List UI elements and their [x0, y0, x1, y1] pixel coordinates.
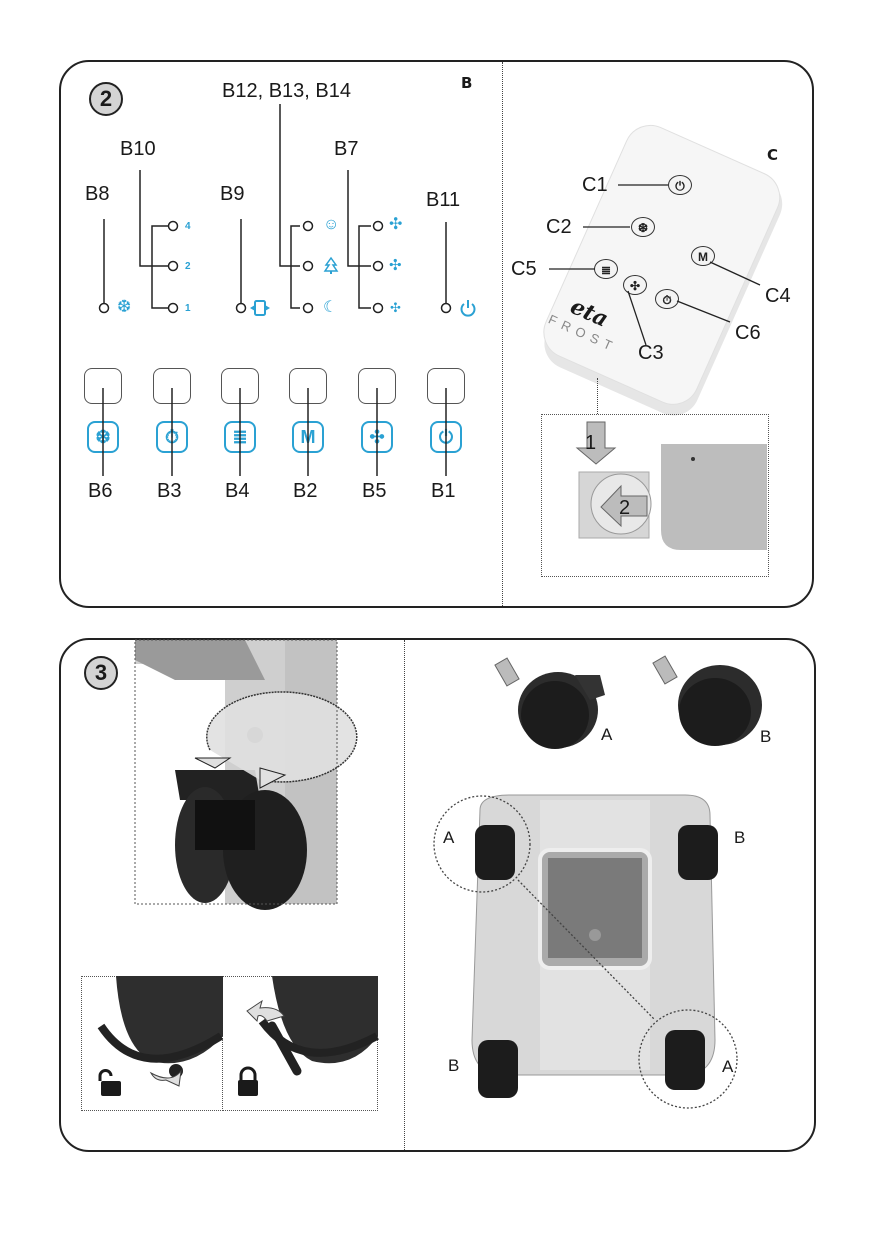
figure-3-number-badge: 3 — [84, 656, 118, 690]
button-label-b2: B2 — [293, 480, 318, 502]
label-c4: C4 — [765, 285, 791, 307]
remote-button-c2[interactable]: ❆ — [631, 217, 655, 237]
power-icon: ⏻ — [675, 179, 685, 193]
button-label-b6: B6 — [88, 480, 113, 502]
remote-leader-lines — [549, 184, 761, 346]
moon-icon: ☾ — [323, 299, 338, 316]
led-b10-1 — [167, 302, 179, 314]
label-b11: B11 — [426, 189, 461, 211]
button-label-b4: B4 — [225, 480, 250, 502]
highlight-circle-a-bottom — [638, 1009, 738, 1109]
led-b14 — [302, 302, 314, 314]
led-b13 — [302, 260, 314, 272]
remote-button-c5[interactable]: ≣ — [594, 259, 618, 279]
indicator-leader-lines — [98, 104, 452, 314]
section-c-title: C — [767, 146, 779, 164]
lock-illustration — [246, 976, 379, 1076]
heater-base-illustration — [471, 794, 718, 1098]
figure-2-number-badge: 2 — [89, 82, 123, 116]
button-label-b3: B3 — [157, 480, 182, 502]
locked-padlock-icon — [238, 1066, 258, 1096]
led-b12 — [302, 220, 314, 232]
label-b10: B10 — [120, 138, 156, 160]
battery-inset — [541, 414, 769, 577]
led-b7-mid — [372, 260, 384, 272]
remote-button-c3[interactable]: ✣ — [623, 275, 647, 295]
snowflake-icon: ❆ — [637, 221, 649, 235]
remote-control — [543, 124, 783, 416]
unlock-illustration — [97, 976, 224, 1087]
caster-mounting-illustration — [134, 639, 358, 910]
battery-inset-connector — [597, 378, 598, 414]
label-c3: C3 — [638, 342, 664, 364]
label-b12-b14: B12, B13, B14 — [222, 80, 351, 102]
caster-b-illustration — [652, 655, 762, 746]
caster-a-label: A — [601, 725, 613, 744]
remote-button-c1[interactable]: ⏻ — [668, 175, 692, 195]
battery-step-1: 1 — [585, 432, 597, 454]
timer-level-1: 1 — [185, 303, 191, 314]
snowflake-icon: ❆ — [117, 297, 132, 316]
section-b-title: B — [461, 74, 473, 92]
swing-icon — [250, 300, 270, 316]
base-label-top-left: A — [443, 828, 455, 847]
unlocked-padlock-icon — [98, 1069, 121, 1096]
highlight-circle-a-top — [433, 795, 531, 893]
caster-a-illustration — [494, 657, 605, 749]
remote-button-c4[interactable]: M — [691, 246, 715, 266]
fan-speed-high-icon: ✣ — [389, 216, 403, 233]
label-c6: C6 — [735, 322, 761, 344]
timer-icon: ⏱ — [662, 293, 672, 307]
timer-level-4: 4 — [185, 221, 191, 232]
mode-icon: M — [698, 250, 708, 264]
label-b9: B9 — [220, 183, 245, 205]
power-icon — [460, 300, 476, 317]
fan-speed-mid-icon: ✣ — [389, 257, 402, 274]
base-label-top-right: B — [734, 828, 746, 847]
button-leader-lines — [102, 388, 447, 476]
caster-b-label: B — [760, 727, 772, 746]
timer-level-2: 2 — [185, 261, 191, 272]
led-b11 — [440, 302, 452, 314]
remote-button-c6[interactable]: ⏱ — [655, 289, 679, 309]
fan-icon: ✣ — [629, 279, 641, 293]
swing-icon: ≣ — [600, 263, 612, 277]
figure-3-divider — [404, 640, 405, 1150]
led-b8 — [98, 302, 110, 314]
base-label-bottom-right: A — [722, 1057, 734, 1076]
label-c1: C1 — [582, 174, 608, 196]
led-b10-4 — [167, 220, 179, 232]
led-b10-2 — [167, 260, 179, 272]
led-b7-high — [372, 220, 384, 232]
button-label-b1: B1 — [431, 480, 456, 502]
figure-2-divider — [502, 62, 503, 606]
label-c5: C5 — [511, 258, 537, 280]
button-label-b5: B5 — [362, 480, 387, 502]
tree-icon — [323, 256, 339, 274]
label-b8: B8 — [85, 183, 110, 205]
smile-icon: ☺ — [323, 216, 340, 233]
label-b7: B7 — [334, 138, 359, 160]
battery-compartment-illustration — [575, 421, 767, 550]
battery-step-2: 2 — [619, 497, 631, 519]
led-b9 — [235, 302, 247, 314]
led-b7-low — [372, 302, 384, 314]
label-c2: C2 — [546, 216, 572, 238]
fan-speed-low-icon: ✣ — [390, 300, 401, 315]
base-label-bottom-left: B — [448, 1056, 460, 1075]
